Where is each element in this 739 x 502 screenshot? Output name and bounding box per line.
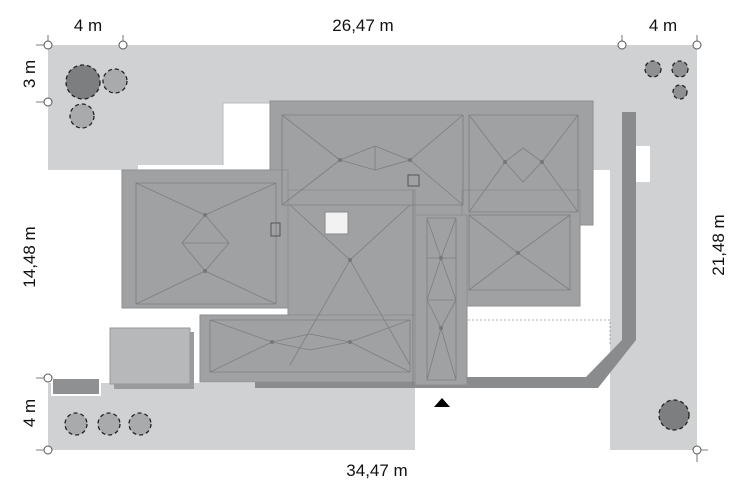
- dimension-top-left: 4 m: [74, 16, 102, 35]
- roof-vents: [203, 158, 544, 344]
- driveway-outline: [468, 319, 611, 345]
- dimension-markers: [36, 35, 708, 462]
- skylight: [324, 211, 349, 235]
- house-roof: [121, 100, 594, 386]
- dimension-left-middle: 14,48 m: [20, 226, 39, 287]
- driveway-window: [636, 146, 650, 182]
- dimension-bottom: 34,47 m: [346, 461, 407, 480]
- small-structure: [51, 377, 101, 396]
- dimension-right: 21,48 m: [709, 214, 728, 275]
- trees: [64, 60, 690, 436]
- chimney: [407, 174, 420, 187]
- dimension-left-top: 3 m: [20, 60, 39, 88]
- dimension-top-right: 4 m: [649, 16, 677, 35]
- garage: [109, 327, 191, 385]
- terrace: [222, 102, 274, 168]
- dimension-top-middle: 26,47 m: [332, 16, 393, 35]
- entrance-arrow-icon: [434, 398, 450, 407]
- chimney: [270, 222, 281, 237]
- dimension-left-bottom: 4 m: [20, 399, 39, 427]
- terrace-strip: [138, 165, 273, 171]
